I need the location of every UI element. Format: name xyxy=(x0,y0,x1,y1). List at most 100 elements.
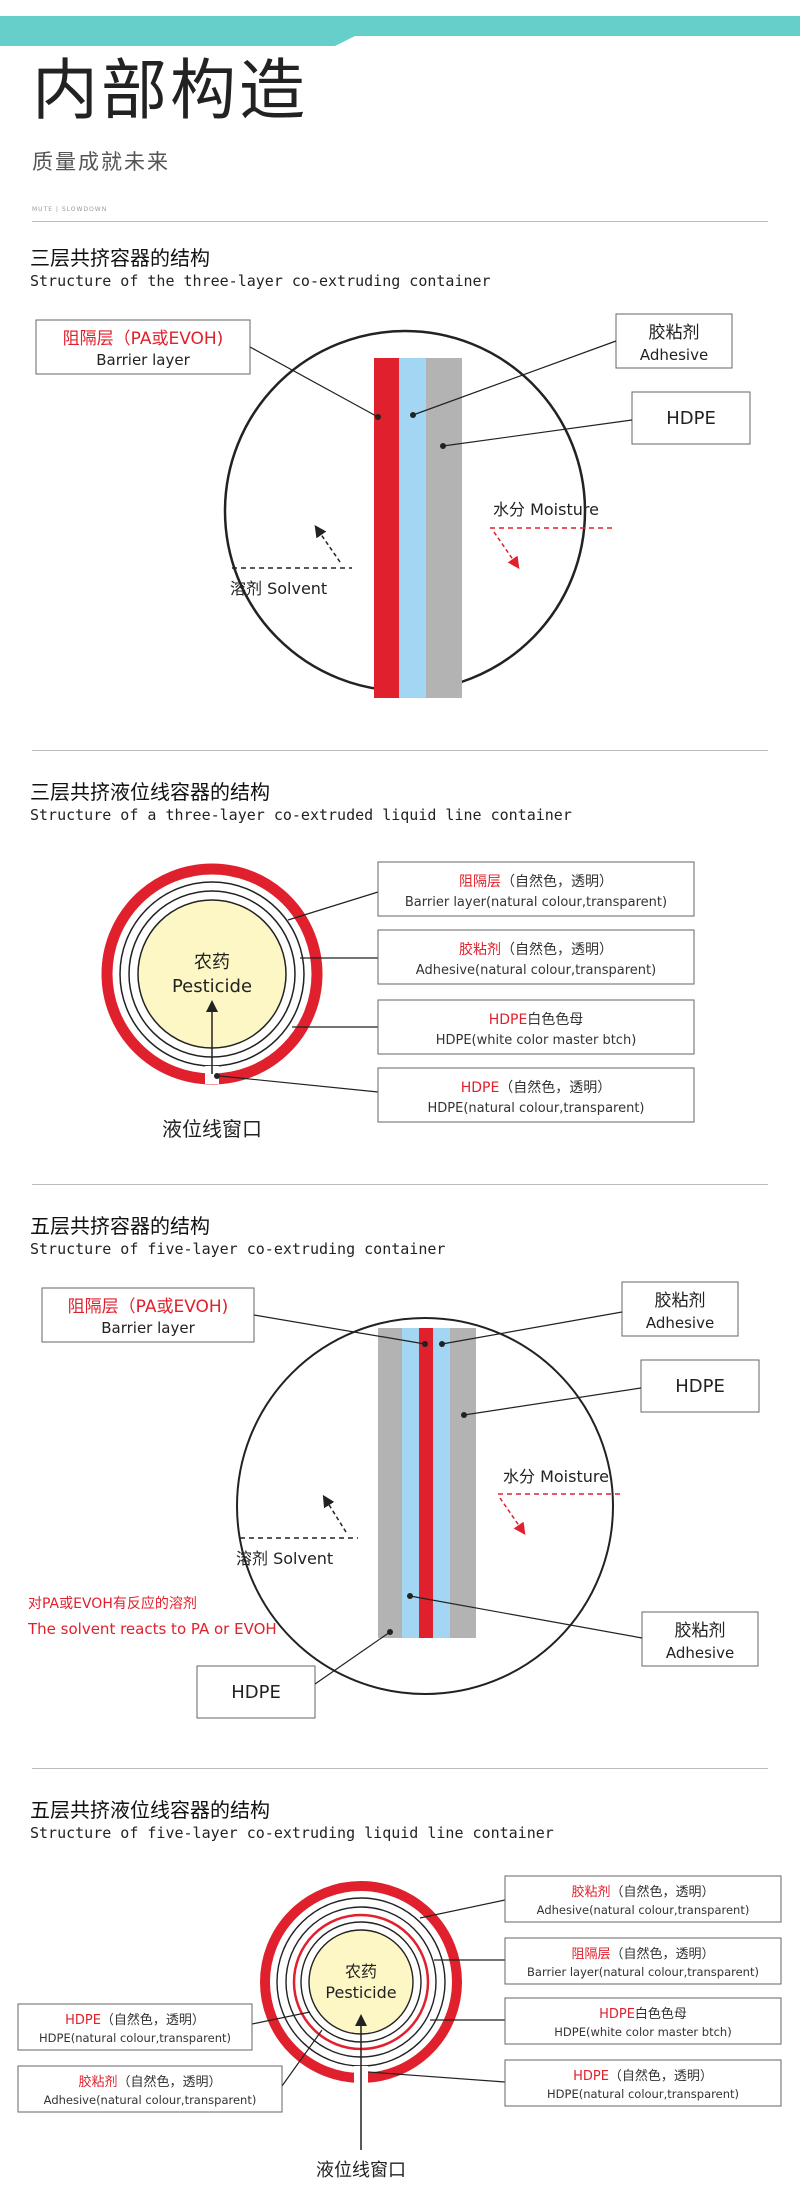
adhesive-layer-band xyxy=(399,358,426,698)
adhesive2-label-cn: 胶粘剂 xyxy=(675,1621,726,1641)
l-label-2-rest: （自然色，透明） xyxy=(118,2074,222,2090)
r-label-3-red: HDPE xyxy=(599,2007,635,2022)
svg-text:HDPE（自然色，透明）: HDPE（自然色，透明） xyxy=(461,1079,612,1096)
hdpe-label-box xyxy=(640,1359,760,1413)
divider-1 xyxy=(32,221,768,222)
r-label-2-en: Barrier layer(natural colour,transparent… xyxy=(527,1965,759,1979)
label-3-en: HDPE(white color master btch) xyxy=(436,1033,637,1048)
leader-4 xyxy=(219,1075,379,1093)
pesticide-label-cn: 农药 xyxy=(194,952,230,973)
svg-text:HDPE（自然色，透明）: HDPE（自然色，透明） xyxy=(573,2068,713,2084)
left-label-2: 胶粘剂（自然色，透明） Adhesive(natural colour,tran… xyxy=(17,2065,283,2113)
hdpe-leader xyxy=(463,1387,642,1416)
section3-title-en: Structure of five-layer co-extruding con… xyxy=(30,1240,446,1258)
section2-title-en: Structure of a three-layer co-extruded l… xyxy=(30,806,572,824)
svg-text:胶粘剂（自然色，透明）: 胶粘剂（自然色，透明） xyxy=(571,1884,714,1900)
top-banner xyxy=(0,16,800,46)
left-label-1: HDPE（自然色，透明） HDPE(natural colour,transpa… xyxy=(17,2003,253,2051)
r-label-4-red: HDPE xyxy=(573,2069,609,2084)
section4-title-cn: 五层共挤液位线容器的结构 xyxy=(30,1798,270,1822)
divider-2 xyxy=(32,750,768,751)
adhesive-label-en: Adhesive xyxy=(646,1314,714,1332)
solvent-arrow xyxy=(322,1494,347,1533)
r-label-4-rest: （自然色，透明） xyxy=(609,2068,713,2084)
adhesive2-label-en: Adhesive xyxy=(666,1644,734,1662)
svg-text:HDPE白色色母: HDPE白色色母 xyxy=(489,1011,584,1028)
hdpe-layer-band xyxy=(426,358,462,698)
right-label-3: HDPE白色色母 HDPE(white color master btch) xyxy=(504,1997,782,2045)
section1-title-en: Structure of the three-layer co-extrudin… xyxy=(30,272,491,290)
adhesive-leader xyxy=(412,340,617,416)
page-title: 内部构造 xyxy=(32,52,308,129)
moisture-arrow xyxy=(493,531,520,569)
barrier-label-box xyxy=(35,319,251,375)
barrier-band xyxy=(419,1328,433,1638)
svg-text:阻隔层（自然色，透明）: 阻隔层（自然色，透明） xyxy=(571,1946,714,1962)
section2-title-cn: 三层共挤液位线容器的结构 xyxy=(30,780,270,804)
section3-title-cn: 五层共挤容器的结构 xyxy=(30,1214,210,1238)
adhesive-label-cn: 胶粘剂 xyxy=(649,323,700,343)
pesticide-label-en: Pesticide xyxy=(172,976,252,997)
hdpe-dot xyxy=(440,443,446,449)
r-label-2-red: 阻隔层 xyxy=(571,1947,610,1962)
hdpe2-label-box xyxy=(196,1665,316,1719)
hdpe-leader xyxy=(442,419,633,447)
section3-diagram: 阻隔层（PA或EVOH) Barrier layer 胶粘剂 Adhesive … xyxy=(27,1281,760,1719)
r-label-3-rest: 白色色母 xyxy=(635,2006,687,2022)
barrier-label-en: Barrier layer xyxy=(96,351,190,369)
label-box-3: HDPE白色色母 HDPE(white color master btch) xyxy=(377,999,695,1055)
adhesive-dot xyxy=(439,1341,445,1347)
pesticide-label-cn: 农药 xyxy=(345,1962,377,1981)
tiny-label: MUTE | SLOWDOWN xyxy=(32,206,108,213)
hdpe-label-box xyxy=(631,391,751,445)
r-label-1-rest: （自然色，透明） xyxy=(611,1884,715,1900)
svg-text:HDPE白色色母: HDPE白色色母 xyxy=(599,2006,687,2022)
leader-1 xyxy=(287,891,379,921)
l-label-1-en: HDPE(natural colour,transparent) xyxy=(39,2031,231,2045)
adhesive-label-cn: 胶粘剂 xyxy=(655,1291,706,1311)
inner-hdpe-band xyxy=(450,1328,476,1638)
r-label-2-rest: （自然色，透明） xyxy=(611,1946,715,1962)
divider-4 xyxy=(32,1768,768,1769)
liquid-line-window xyxy=(205,1066,219,1084)
l-label-1-rest: （自然色，透明） xyxy=(101,2012,205,2028)
right-label-2: 阻隔层（自然色，透明） Barrier layer(natural colour… xyxy=(504,1937,782,1985)
hdpe-label: HDPE xyxy=(666,408,716,429)
section1-diagram: 阻隔层（PA或EVOH) Barrier layer 胶粘剂 Adhesive … xyxy=(35,313,751,698)
hdpe2-label: HDPE xyxy=(231,1682,281,1703)
svg-text:阻隔层（自然色，透明）: 阻隔层（自然色，透明） xyxy=(459,873,613,890)
adhesive-band-1 xyxy=(402,1328,419,1638)
adhesive2-label-box xyxy=(641,1611,759,1667)
adhesive2-dot xyxy=(407,1593,413,1599)
r-label-3-en: HDPE(white color master btch) xyxy=(554,2025,731,2039)
react-note-en: The solvent reacts to PA or EVOH xyxy=(27,1620,277,1638)
label-2-red: 胶粘剂 xyxy=(459,941,501,958)
banner-shape xyxy=(0,16,800,46)
adhesive-band-2 xyxy=(433,1328,450,1638)
label-1-en: Barrier layer(natural colour,transparent… xyxy=(405,895,667,910)
window-label: 液位线窗口 xyxy=(162,1117,262,1141)
hdpe2-dot xyxy=(387,1629,393,1635)
label-3-rest: 白色色母 xyxy=(527,1011,583,1028)
label-4-red: HDPE xyxy=(461,1080,500,1096)
label-2-en: Adhesive(natural colour,transparent) xyxy=(416,963,656,978)
svg-text:HDPE（自然色，透明）: HDPE（自然色，透明） xyxy=(65,2012,205,2028)
page-subtitle: 质量成就未来 xyxy=(32,150,170,174)
adhesive2-leader xyxy=(409,1595,643,1639)
label-1-rest: （自然色，透明） xyxy=(501,873,613,890)
label-2-rest: （自然色，透明） xyxy=(501,941,613,958)
leader-l2 xyxy=(281,2029,323,2087)
moisture-label: 水分 Moisture xyxy=(493,500,599,519)
section4-title-en: Structure of five-layer co-extruding liq… xyxy=(30,1824,554,1842)
barrier-label-box xyxy=(41,1287,255,1343)
r-label-1-en: Adhesive(natural colour,transparent) xyxy=(537,1903,750,1917)
leader-r1 xyxy=(419,1899,506,1919)
window-dot xyxy=(214,1073,220,1079)
hdpe-label: HDPE xyxy=(675,1376,725,1397)
barrier-label-en: Barrier layer xyxy=(101,1319,195,1337)
barrier-dot xyxy=(422,1341,428,1347)
label-4-en: HDPE(natural colour,transparent) xyxy=(428,1101,645,1116)
leader-l1 xyxy=(251,2011,311,2025)
right-label-1: 胶粘剂（自然色，透明） Adhesive(natural colour,tran… xyxy=(504,1875,782,1923)
adhesive-label-en: Adhesive xyxy=(640,346,708,364)
